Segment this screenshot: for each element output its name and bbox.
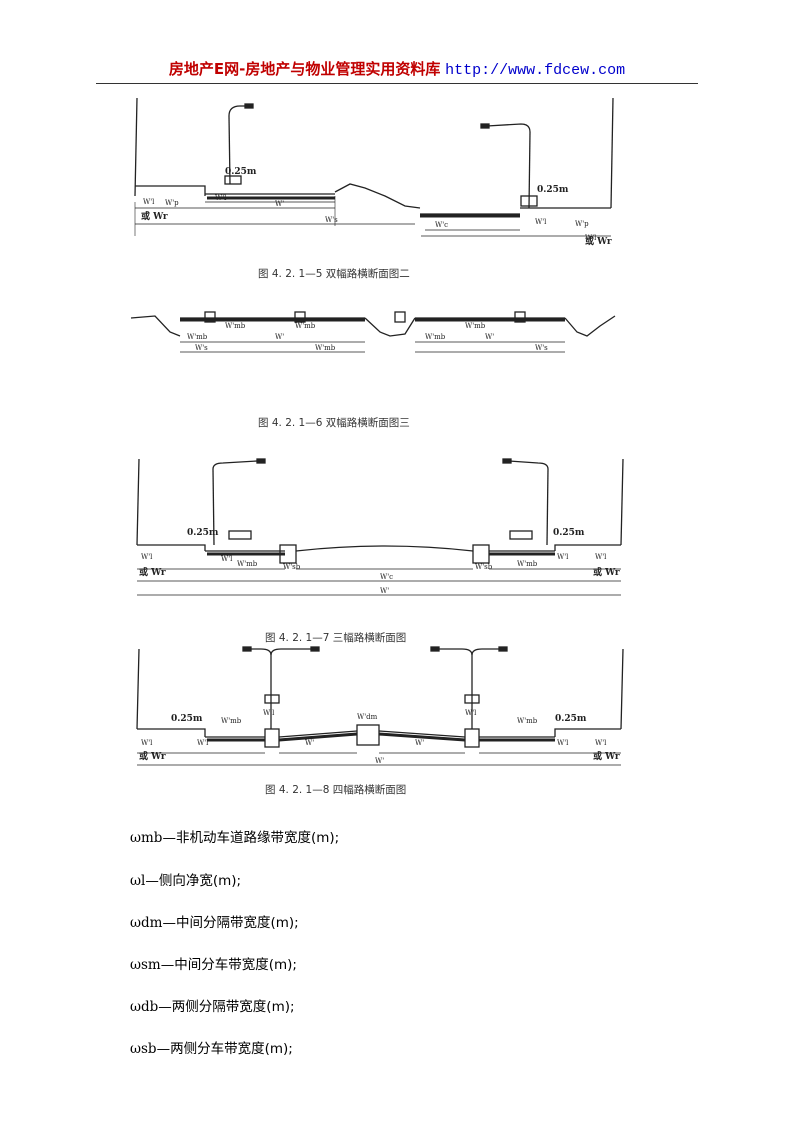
definition-symbol: ωdb: [130, 999, 159, 1015]
svg-text:W'mb: W'mb: [237, 560, 258, 568]
svg-text:W's: W's: [195, 344, 208, 352]
svg-text:W'l: W'l: [197, 739, 209, 747]
svg-text:W'sb: W'sb: [283, 563, 301, 571]
page-header: 房地产E网-房地产与物业管理实用资料库 http://www.fdcew.com: [96, 58, 698, 82]
definition-wsb: ωsb—两侧分车带宽度(m);: [130, 1037, 293, 1057]
fig3-offset-right: 0.25m: [553, 528, 585, 538]
svg-text:W'mb: W'mb: [295, 322, 316, 330]
svg-text:W'l: W'l: [221, 555, 233, 563]
svg-text:W': W': [375, 757, 384, 765]
svg-text:W'l: W'l: [557, 739, 569, 747]
definition-symbol: ωl: [130, 873, 146, 889]
definition-wl: ωl—侧向净宽(m);: [130, 869, 241, 889]
svg-text:W'c: W'c: [435, 221, 448, 229]
svg-text:W'p: W'p: [575, 220, 589, 228]
svg-text:W'l: W'l: [215, 194, 227, 202]
definition-symbol: ωsm: [130, 957, 161, 973]
svg-text:W': W': [275, 333, 284, 341]
figure-2-cross-section: W'mb W'mb W' W'mb W's W'mb W'mb W'mb W' …: [130, 311, 616, 353]
definition-text: —两侧分隔带宽度(m);: [158, 999, 295, 1015]
fig1-or-wr-left: 或 Wr: [141, 210, 168, 222]
definition-text: —侧向净宽(m);: [145, 873, 242, 889]
svg-text:W'l: W'l: [595, 739, 607, 747]
definition-wmb: ωmb—非机动车道路缘带宽度(m);: [130, 826, 339, 846]
figure-2-caption: 图 4. 2. 1—6 双幅路横断面图三: [258, 417, 410, 429]
fig4-or-wr-left: 或 Wr: [139, 750, 166, 762]
definition-text: —中间分车带宽度(m);: [160, 957, 297, 973]
definition-symbol: ωsb: [130, 1041, 157, 1057]
svg-text:W'sb: W'sb: [475, 563, 493, 571]
fig1-or-wr-right: 或 Wr: [585, 235, 612, 247]
svg-text:W's: W's: [325, 216, 338, 224]
fig3-offset-left: 0.25m: [187, 528, 219, 538]
svg-text:W'l: W'l: [141, 739, 153, 747]
definition-symbol: ωdm: [130, 915, 163, 931]
figure-1-caption: 图 4. 2. 1—5 双幅路横断面图二: [258, 268, 410, 280]
figure-3-caption: 图 4. 2. 1—7 三幅路横断面图: [265, 632, 407, 644]
definition-text: —中间分隔带宽度(m);: [162, 915, 299, 931]
svg-text:W'mb: W'mb: [221, 717, 242, 725]
definition-symbol: ωmb: [130, 830, 163, 846]
header-divider: [96, 83, 698, 84]
svg-text:W'l: W'l: [595, 553, 607, 561]
figure-3-cross-section: W'l W'l W'mb W'sb W'c W'sb W'mb W'l W'l …: [136, 458, 624, 596]
svg-text:W'mb: W'mb: [465, 322, 486, 330]
svg-text:W'mb: W'mb: [187, 333, 208, 341]
svg-text:W's: W's: [535, 344, 548, 352]
svg-text:W': W': [380, 587, 389, 595]
svg-text:W': W': [415, 739, 424, 747]
svg-text:W'mb: W'mb: [517, 717, 538, 725]
definition-text: —非机动车道路缘带宽度(m);: [162, 830, 340, 846]
fig1-offset-left: 0.25m: [225, 167, 257, 177]
header-url-link[interactable]: http://www.fdcew.com: [445, 62, 626, 79]
svg-text:W': W': [305, 739, 314, 747]
figure-1-cross-section: W'l W'p W'l W' W's W'c W'l W'p W'l 0.25m…: [134, 97, 614, 247]
svg-text:W'c: W'c: [380, 573, 393, 581]
svg-text:W'l: W'l: [557, 553, 569, 561]
fig4-or-wr-right: 或 Wr: [593, 750, 620, 762]
svg-text:W'dm: W'dm: [357, 713, 378, 721]
svg-text:W': W': [275, 200, 284, 208]
definition-wdb: ωdb—两侧分隔带宽度(m);: [130, 995, 295, 1015]
fig1-offset-right: 0.25m: [537, 185, 569, 195]
svg-text:W'l: W'l: [263, 709, 275, 717]
svg-text:W'mb: W'mb: [225, 322, 246, 330]
definition-wdm: ωdm—中间分隔带宽度(m);: [130, 911, 299, 931]
definition-text: —两侧分车带宽度(m);: [156, 1041, 293, 1057]
svg-text:W': W': [485, 333, 494, 341]
definition-wsm: ωsm—中间分车带宽度(m);: [130, 953, 297, 973]
svg-text:W'l: W'l: [465, 709, 477, 717]
fig3-or-wr-left: 或 Wr: [139, 566, 166, 578]
svg-text:W'p: W'p: [165, 199, 179, 207]
svg-text:W'l: W'l: [535, 218, 547, 226]
fig3-or-wr-right: 或 Wr: [593, 566, 620, 578]
svg-text:W'l: W'l: [143, 198, 155, 206]
header-site-title: 房地产E网-房地产与物业管理实用资料库: [168, 60, 441, 78]
figure-4-cross-section: W'l W'l W'mb W'l W' W'dm W' W'l W'mb W'l…: [136, 646, 624, 766]
svg-text:W'l: W'l: [585, 234, 597, 242]
svg-text:W'mb: W'mb: [425, 333, 446, 341]
figure-4-caption: 图 4. 2. 1—8 四幅路横断面图: [265, 784, 407, 796]
svg-text:W'mb: W'mb: [315, 344, 336, 352]
svg-text:W'l: W'l: [141, 553, 153, 561]
fig4-offset-left: 0.25m: [171, 714, 203, 724]
svg-text:W'mb: W'mb: [517, 560, 538, 568]
fig4-offset-right: 0.25m: [555, 714, 587, 724]
